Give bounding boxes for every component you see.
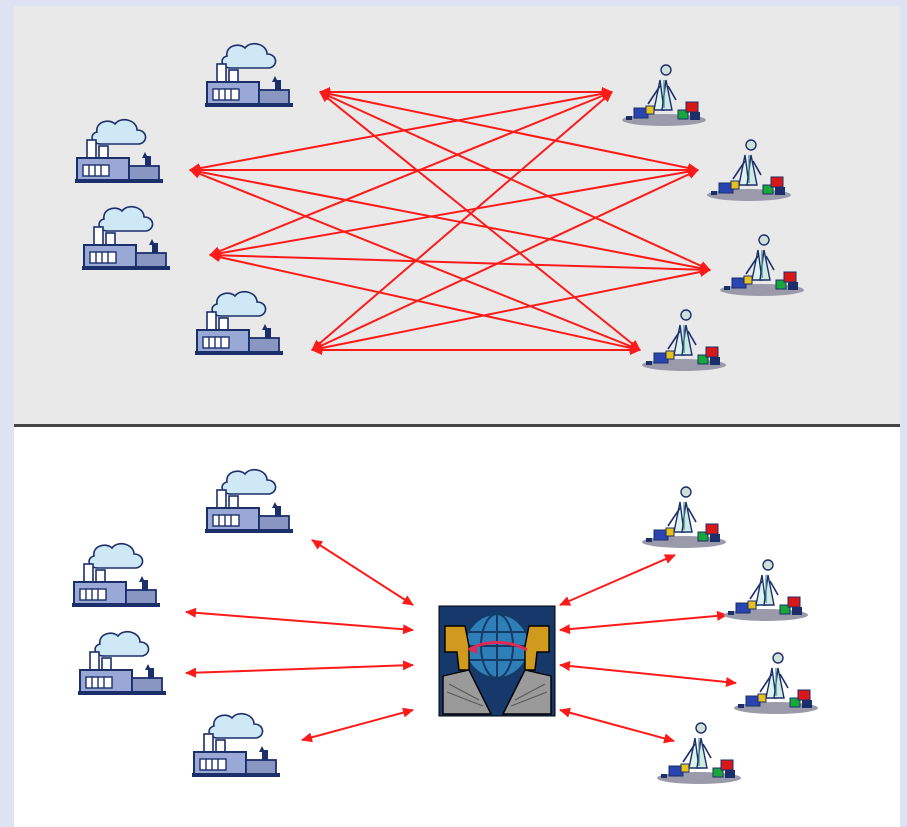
hub-links (185, 539, 737, 744)
retailer-person-icon (621, 64, 707, 127)
node-icons (71, 42, 819, 785)
factory-retailer-link (209, 91, 613, 256)
factory-hub-link (185, 660, 414, 678)
factory-hub-link (311, 539, 414, 606)
factory-icon (204, 42, 294, 108)
retailer-person-icon (641, 486, 727, 549)
factory-retailer-link (209, 250, 711, 275)
factory-retailer-link (311, 267, 711, 353)
factory-retailer-link (319, 91, 641, 351)
factory-retailer-link (209, 166, 699, 259)
retailer-person-icon (719, 234, 805, 297)
factory-icon (71, 542, 161, 608)
factory-icon (194, 290, 284, 356)
retailer-person-icon (656, 722, 742, 785)
hub-retailer-link (559, 707, 675, 744)
factory-retailer-link (209, 252, 641, 353)
factory-icon (81, 205, 171, 271)
retailer-person-icon (733, 652, 819, 715)
hub-retailer-link (559, 661, 737, 687)
factory-retailer-link (189, 166, 711, 274)
factory-retailer-link (319, 89, 699, 173)
hub-retailer-link (559, 610, 728, 635)
factory-icon (204, 468, 294, 534)
hub-retailer-link (559, 554, 676, 606)
hub-exchange-icon (437, 604, 557, 718)
factory-hub-link (185, 607, 414, 635)
point-to-point-links (189, 87, 711, 355)
retailer-person-icon (706, 139, 792, 202)
factory-icon (74, 118, 164, 184)
factory-hub-link (301, 707, 414, 743)
retailer-person-icon (723, 559, 809, 622)
retailer-person-icon (641, 309, 727, 372)
factory-icon (191, 712, 281, 778)
factory-retailer-link (189, 169, 641, 351)
panel-divider (14, 424, 900, 427)
factory-icon (77, 630, 167, 696)
